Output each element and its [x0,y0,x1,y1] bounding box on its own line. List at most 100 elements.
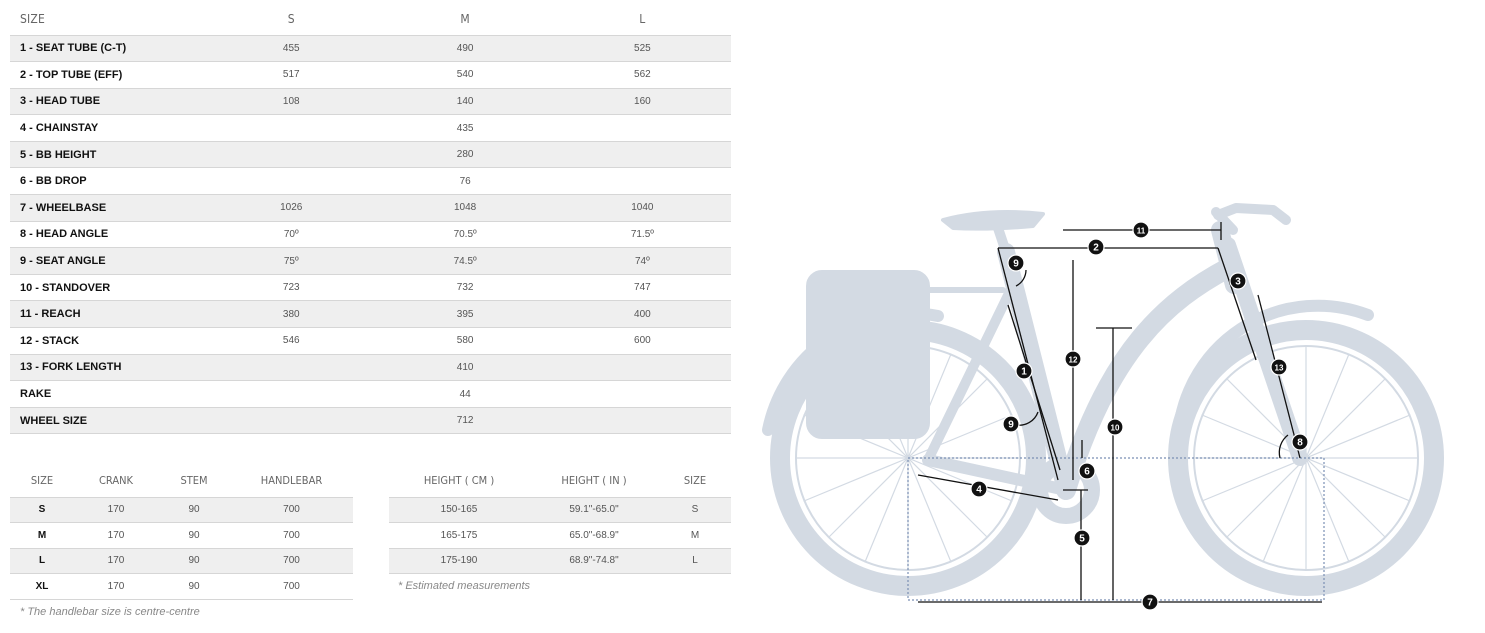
dimension-marker-9: 9 [1002,415,1020,433]
height-cell: S [659,496,731,523]
estimated-note: * Estimated measurements [398,580,531,592]
components-header-crank: CRANK [99,474,133,488]
height-cell: 165-175 [389,522,529,548]
components-cell: 170 [74,522,158,548]
svg-text:4: 4 [976,485,982,496]
svg-text:12: 12 [1069,356,1078,365]
height-header-row: HEIGHT ( CM ) HEIGHT ( IN ) SIZE [389,465,731,497]
svg-text:13: 13 [1275,364,1284,373]
geometry-value-m: 580 [376,327,554,355]
geometry-value-s: 455 [206,34,377,62]
geometry-label: 6 - BB DROP [10,167,206,195]
geometry-value-m: 76 [376,167,554,195]
geometry-value-l: 71.5º [553,220,731,248]
geometry-value-l: 747 [553,273,731,301]
geometry-value-s [206,353,377,381]
geometry-value-s [206,406,377,435]
geometry-value-s: 70º [206,220,377,248]
geometry-value-m: 540 [376,61,554,89]
dimension-marker-13: 13 [1270,358,1288,376]
components-cell: 700 [230,496,353,523]
svg-text:10: 10 [1111,424,1120,433]
components-cell: 170 [74,496,158,523]
height-cell: L [659,547,731,574]
geometry-value-m: 712 [376,406,554,435]
geometry-value-l: 562 [553,61,731,89]
geometry-label: 8 - HEAD ANGLE [10,220,206,248]
components-cell: M [10,522,74,548]
geometry-label: 13 - FORK LENGTH [10,353,206,381]
geometry-value-l: 600 [553,327,731,355]
geometry-value-m: 732 [376,273,554,301]
geometry-header-row: SIZE S M L [10,4,731,35]
geometry-value-s: 1026 [206,194,377,222]
height-cell: 68.9"-74.8" [529,547,659,574]
components-cell: 700 [230,573,353,600]
height-header-cm: HEIGHT ( CM ) [423,474,495,488]
bike-silhouette [762,203,1444,596]
header-m: M [460,12,470,27]
components-cell: 700 [230,547,353,574]
geometry-value-l [553,140,731,168]
components-header-row: SIZE CRANK STEM HANDLEBAR [10,465,353,497]
svg-text:8: 8 [1297,438,1303,449]
geometry-value-s: 517 [206,61,377,89]
geometry-value-s: 546 [206,327,377,355]
dimension-marker-1: 1 [1015,362,1033,380]
dimension-marker-7: 7 [1141,593,1159,611]
height-cell: 59.1"-65.0" [529,496,659,523]
geometry-label: 9 - SEAT ANGLE [10,247,206,275]
geometry-value-l [553,167,731,195]
geometry-value-s: 75º [206,247,377,275]
geometry-value-l [553,406,731,435]
geometry-label: 11 - REACH [10,300,206,328]
svg-text:5: 5 [1079,534,1085,545]
dimension-marker-5: 5 [1073,529,1091,547]
geometry-label: 12 - STACK [10,327,206,355]
geometry-value-s [206,140,377,168]
geometry-value-m: 70.5º [376,220,554,248]
svg-text:6: 6 [1084,467,1090,478]
svg-text:3: 3 [1235,277,1241,288]
geometry-value-m: 140 [376,87,554,115]
svg-text:2: 2 [1093,243,1099,254]
geometry-label: 10 - STANDOVER [10,273,206,301]
geometry-value-l [553,353,731,381]
components-cell: 170 [74,573,158,600]
dimension-marker-12: 12 [1064,350,1082,368]
geometry-value-s [206,114,377,142]
height-cell: 175-190 [389,547,529,574]
dimension-marker-10: 10 [1106,418,1124,436]
dimension-marker-8: 8 [1291,433,1309,451]
geometry-label: 5 - BB HEIGHT [10,140,206,168]
geometry-row: 6 - BB DROP 76 [10,167,731,195]
geometry-label: 1 - SEAT TUBE (C-T) [10,34,206,62]
geometry-value-l: 74º [553,247,731,275]
components-cell: 90 [158,573,230,600]
dimension-marker-3: 3 [1229,272,1247,290]
header-size: SIZE [20,12,46,27]
svg-text:11: 11 [1137,227,1146,236]
geometry-value-l: 160 [553,87,731,115]
components-cell: L [10,547,74,574]
